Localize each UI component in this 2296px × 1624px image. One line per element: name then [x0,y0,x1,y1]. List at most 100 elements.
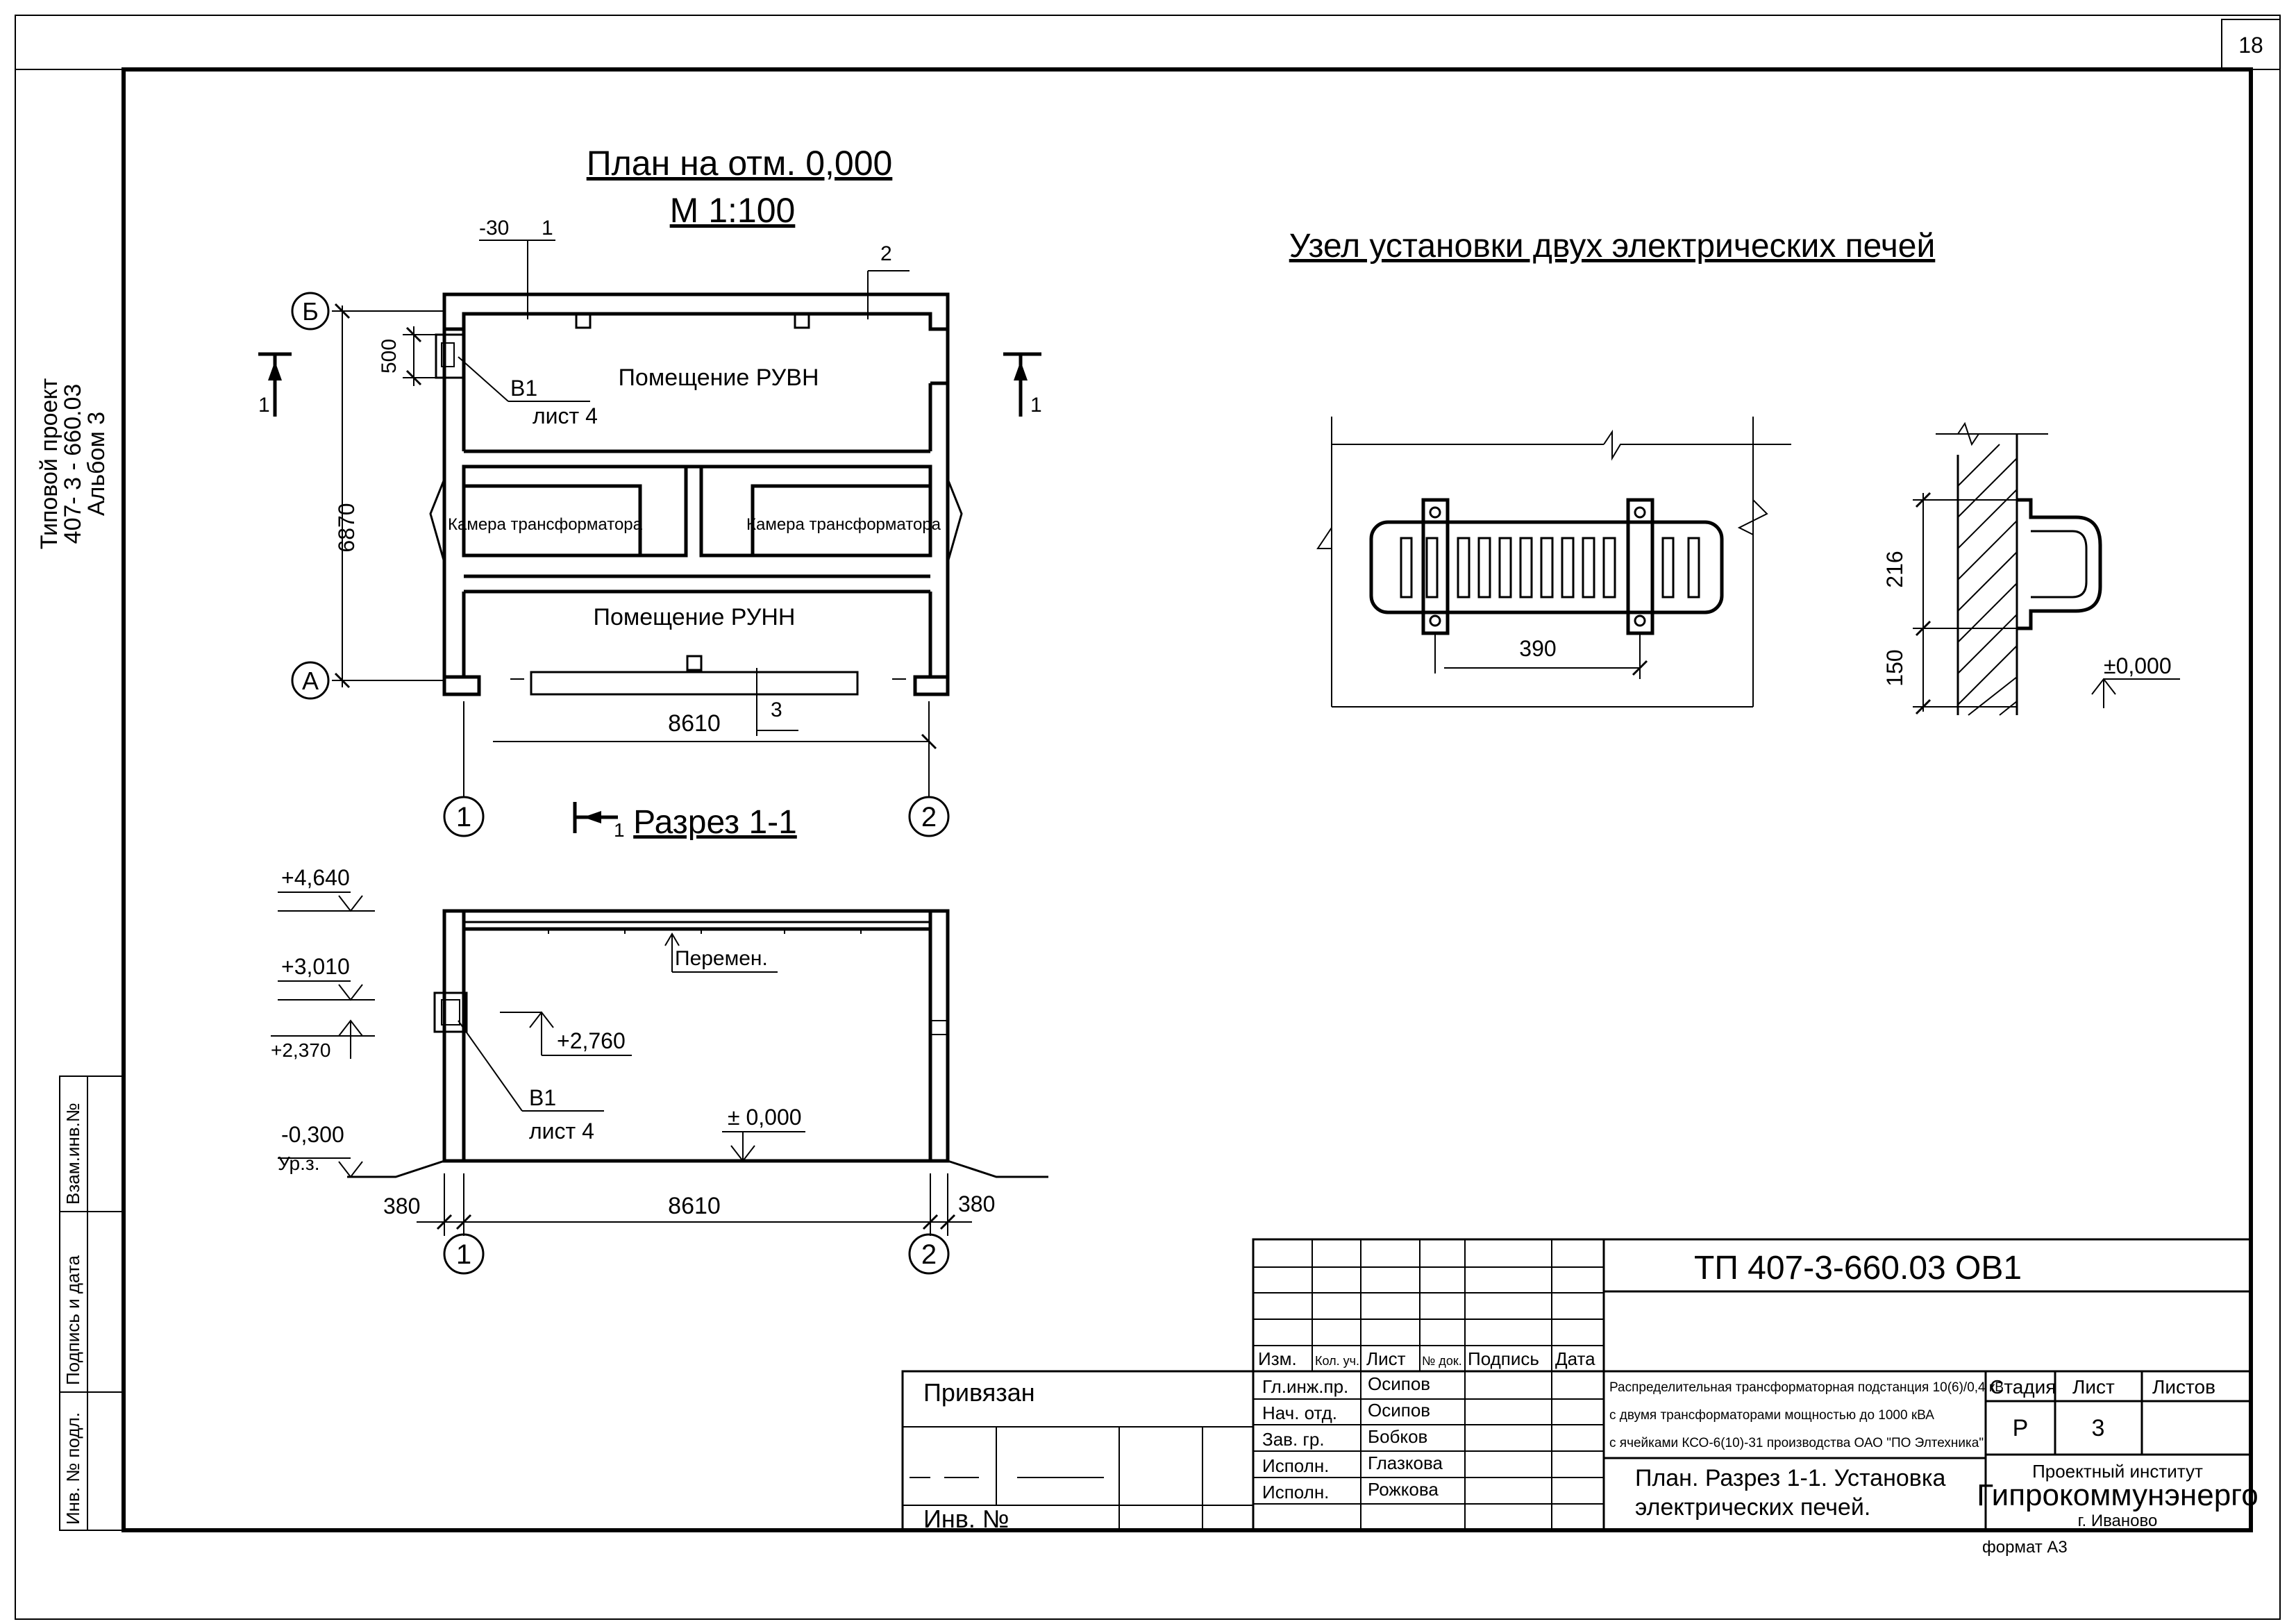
axis-a: А [302,667,319,695]
callout-3: 3 [771,698,782,721]
inv-no: Инв. № [923,1505,1009,1533]
svg-text:лист 4: лист 4 [529,1119,594,1144]
strip-inv: Инв. № подл. [62,1412,83,1525]
dim-8610-section: 8610 [668,1193,721,1219]
plan-view: План на отм. 0,000 М 1:100 [258,144,1042,837]
svg-text:-0,300: -0,300 [281,1122,344,1147]
name-2: Бобков [1368,1426,1427,1447]
sheet-title-line2: электрических печей. [1635,1494,1870,1521]
chamber-right: Камера трансформатора [746,515,941,534]
col-izm: Изм. [1258,1348,1297,1369]
plan-axis-2: 2 [921,802,937,832]
format-label: формат А3 [1982,1538,2068,1557]
doc-code: ТП 407-3-660.03 ОВ1 [1694,1250,2022,1287]
sheet-number: 18 [2238,33,2263,58]
name-1: Осипов [1368,1400,1430,1421]
stage-label: Стадия [1990,1376,2056,1398]
elev-3010: +3,010 [278,954,375,1001]
node-title: Узел установки двух электрических печей [1289,228,1936,265]
svg-text:В1: В1 [529,1085,556,1110]
node-elev-zero: ±0,000 [2104,653,2172,678]
plan-title: План на отм. 0,000 [587,144,893,183]
svg-text:Перемен.: Перемен. [675,947,768,970]
dim-380-left: 380 [383,1194,420,1219]
section-cut-mark: 1 [614,819,625,841]
elev-minus300: -0,300 Ур.з. [278,1122,363,1178]
list-label: Лист [2072,1376,2115,1398]
privyazan: Привязан [923,1378,1035,1407]
svg-text:± 0,000: ± 0,000 [728,1105,802,1130]
col-list: Лист [1366,1348,1406,1369]
elev-2760: +2,760 [500,1011,632,1056]
node-detail: Узел установки двух электрических печей [1289,228,2180,716]
section-view: 1 Разрез 1-1 +4,640 [271,802,1048,1275]
role-0: Гл.инж.пр. [1262,1376,1348,1397]
role-4: Исполн. [1262,1482,1329,1502]
elev-zero-section: ± 0,000 [722,1105,805,1162]
dim-500: 500 [378,339,401,374]
dim-216: 216 [1882,551,1907,587]
callout-2: 2 [880,242,892,265]
org-line1: Проектный институт [2032,1461,2203,1482]
name-4: Рожкова [1368,1479,1439,1500]
svg-text:+2,370: +2,370 [271,1039,330,1061]
dim-380-right: 380 [958,1191,995,1216]
ground-label: Ур.з. [278,1153,320,1174]
outer-frame [15,15,2281,1620]
sheet-title-line1: План. Разрез 1-1. Установка [1635,1465,1945,1491]
side-label: Типовой проект 407- 3 - 660.03 Альбом 3 [36,378,110,550]
inner-frame [121,67,2253,1532]
section-axis-2: 2 [921,1239,937,1270]
side-label-line3: Альбом 3 [83,412,110,516]
col-podpis: Подпись [1468,1348,1539,1369]
plan-ref-b1: В1 [510,376,537,401]
list-value: 3 [2092,1415,2105,1441]
role-2: Зав. гр. [1262,1429,1325,1450]
chamber-left: Камера трансформатора [448,515,643,534]
name-3: Глазкова [1368,1453,1443,1473]
side-label-line2: 407- 3 - 660.03 [60,384,86,544]
svg-text:+2,760: +2,760 [557,1028,626,1053]
svg-text:+3,010: +3,010 [281,954,350,979]
axis-b: Б [302,297,319,326]
desc-line2: с двумя трансформаторами мощностью до 10… [1609,1408,1934,1423]
desc-line1: Распределительная трансформаторная подст… [1609,1380,2004,1395]
role-3: Исполн. [1262,1455,1329,1476]
dim-6870: 6870 [334,503,359,552]
role-1: Нач. отд. [1262,1403,1337,1423]
elev-2370: +2,370 [271,1019,375,1061]
desc-line3: с ячейками КСО-6(10)-31 производства ОАО… [1609,1436,1984,1450]
dim-8610-plan: 8610 [668,710,721,737]
plan-scale: М 1:100 [670,191,796,230]
plan-axis-1: 1 [456,802,471,832]
col-data: Дата [1555,1348,1595,1369]
org-line3: г. Иваново [2078,1512,2158,1530]
title-block: Изм. Кол. уч. Лист № док. Подпись Дата Г… [901,1238,2259,1557]
sheet-number-box [2221,19,2281,70]
col-kol: Кол. уч. [1315,1354,1359,1368]
dim-390: 390 [1519,636,1556,661]
svg-text:+4,640: +4,640 [281,865,350,890]
strip-podpis: Подпись и дата [62,1255,83,1385]
dim-150: 150 [1882,649,1907,686]
stage-value: Р [2013,1415,2029,1441]
room-runn: Помещение РУНН [594,604,796,630]
plan-ref-sheet: лист 4 [533,403,598,428]
perem-callout: Перемен. [664,932,778,973]
cut-mark-right: 1 [1030,394,1042,417]
elev-4640: +4,640 [278,865,375,912]
side-label-line1: Типовой проект [36,378,62,550]
lists-label: Листов [2152,1376,2215,1398]
name-0: Осипов [1368,1373,1430,1394]
left-strip: Взам.инв.№ Подпись и дата Инв. № подл. [59,1075,124,1531]
col-ndok: № док. [1422,1354,1462,1368]
room-ruvn: Помещение РУВН [618,365,819,391]
section-b1-ref: В1 лист 4 [458,1020,604,1144]
strip-vzam: Взам.инв.№ [62,1103,83,1205]
callout-1: 1 [542,217,553,240]
org-line2: Гипрокоммунэнерго [1977,1478,2258,1512]
callout-30: -30 [479,217,509,240]
section-title: Разрез 1-1 [633,804,797,841]
cut-mark-left: 1 [258,394,270,417]
